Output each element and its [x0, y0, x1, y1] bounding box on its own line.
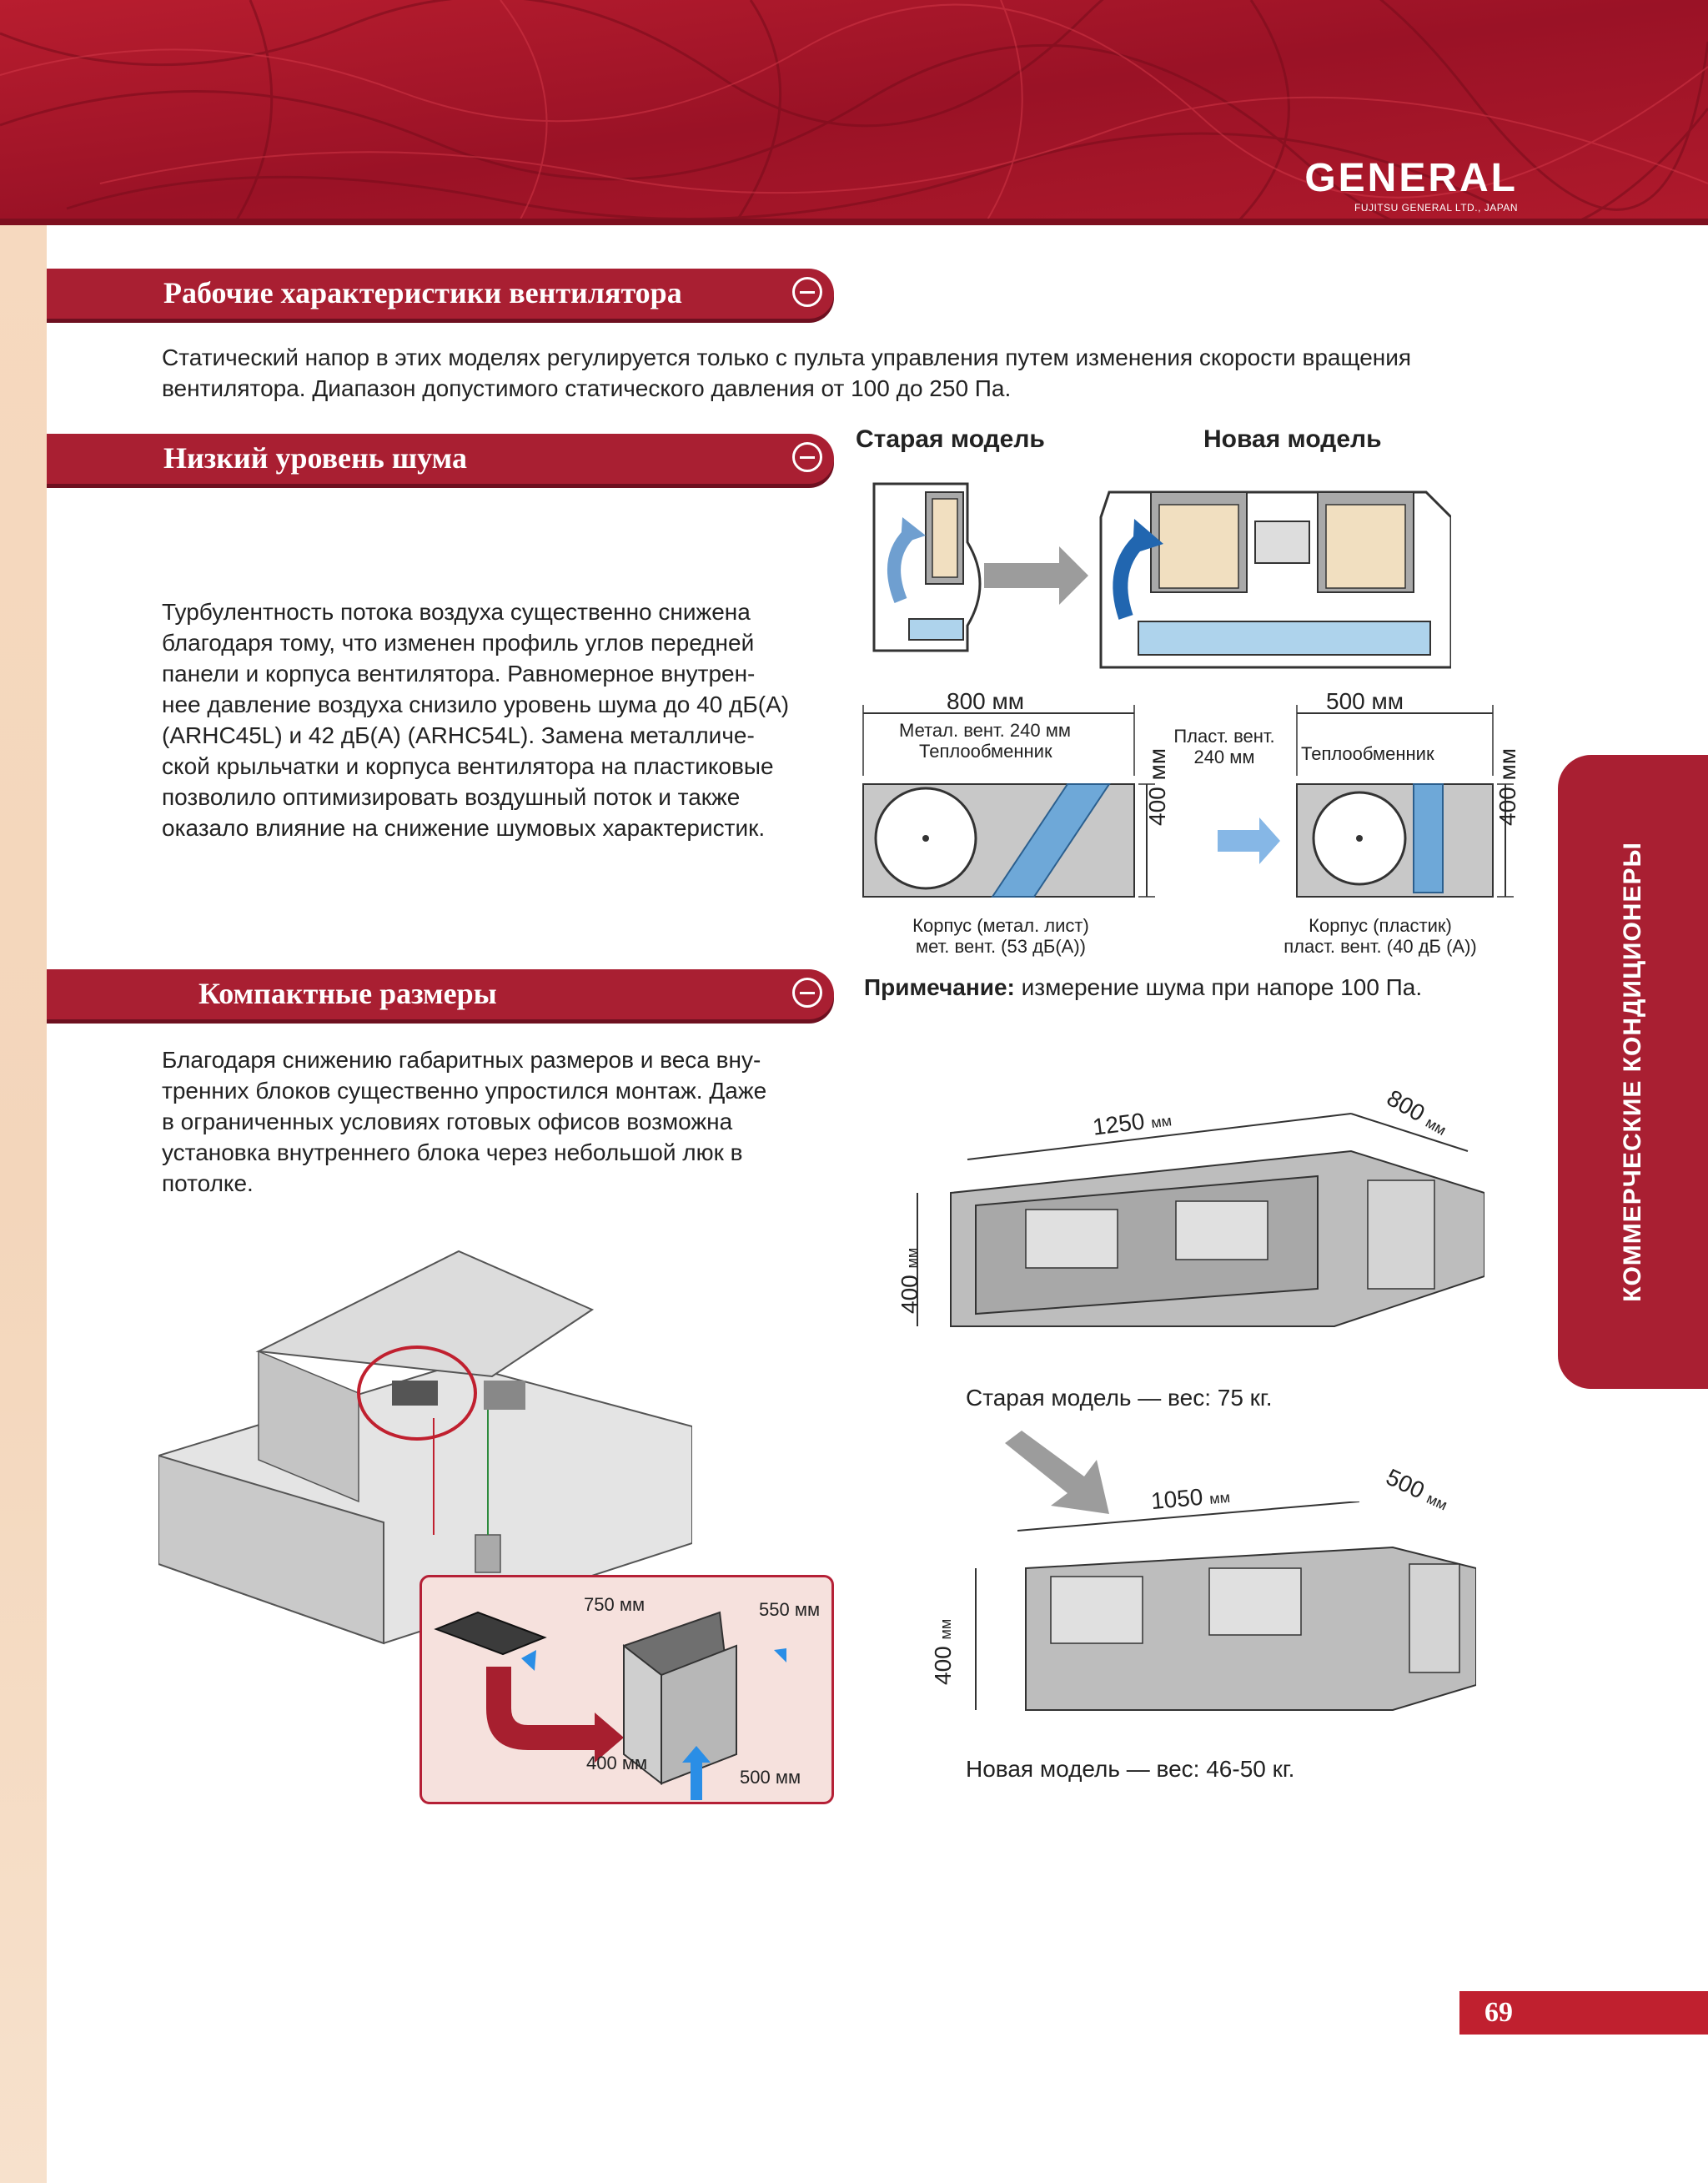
compact-line: тренних блоков существенно упростился мо…: [162, 1078, 767, 1104]
profile-comparison-diagram: [872, 482, 1451, 669]
new-height-unit: мм: [937, 1618, 954, 1640]
section-bar-compact: Компактные размеры: [47, 969, 834, 1019]
new-hex-label: Теплообменник: [1301, 743, 1434, 764]
compact-line: в ограниченных условиях готовых офисов в…: [162, 1109, 733, 1134]
noise-line: ской крыльчатки и корпуса вентилятора на…: [162, 753, 774, 779]
old-profile: [872, 482, 982, 652]
side-tab: КОММЕРЧЕСКИЕ КОНДИЦИОНЕРЫ: [1558, 755, 1708, 1389]
old-height-unit: мм: [904, 1247, 921, 1269]
left-decor-strip: [0, 225, 47, 2183]
noise-line: благодаря тому, что изменен профиль угло…: [162, 630, 755, 656]
new-length-unit: мм: [1208, 1488, 1231, 1507]
old-width-dim: 800 мм: [947, 688, 1024, 714]
fan-text-line: Статический напор в этих моделях регулир…: [162, 345, 1412, 370]
new-width-dim: 500 мм: [1326, 688, 1404, 714]
new-case-line: Корпус (пластик): [1309, 915, 1452, 936]
old-case-line: мет. вент. (53 дБ(А)): [915, 936, 1086, 957]
header-texture: [0, 0, 1708, 225]
new-height-unit-dim: 400 мм: [930, 1619, 957, 1685]
brand-name: GENERAL: [1304, 156, 1518, 200]
old-hex-label: Теплообменник: [919, 741, 1052, 762]
arrow-icon: [984, 546, 1088, 605]
fan-comparison-diagram: [862, 705, 1514, 898]
section-title-fan: Рабочие характеристики вентилятора: [163, 276, 682, 309]
old-model-label: Старая модель: [856, 425, 1045, 453]
down-arrow-icon: [1005, 1431, 1109, 1514]
noise-note: Примечание: измерение шума при напоре 10…: [864, 974, 1422, 1001]
inset-dim-400: 400 мм: [586, 1753, 648, 1773]
old-unit-drawing: [917, 1113, 1484, 1327]
new-unit-caption: Новая модель — вес: 46-50 кг.: [966, 1756, 1295, 1782]
new-height-dim: 400 мм: [1494, 748, 1520, 826]
old-height-value: 400: [897, 1275, 922, 1314]
old-fan-label: Метал. вент. 240 мм: [899, 720, 1071, 741]
old-case-line: Корпус (метал. лист): [912, 915, 1089, 936]
section-title-compact: Компактные размеры: [198, 977, 497, 1010]
section-title-noise: Низкий уровень шума: [163, 441, 467, 475]
note-text: измерение шума при напоре 100 Па.: [1014, 974, 1423, 1000]
header-banner: [0, 0, 1708, 225]
noise-line: нее давление воздуха снизило уровень шум…: [162, 692, 790, 717]
new-depth-value: 500: [1382, 1463, 1429, 1504]
general-circle-icon: [792, 277, 822, 307]
building-illustration: [158, 1250, 692, 1645]
section-bar-fan: Рабочие характеристики вентилятора: [47, 269, 834, 319]
brand-subtitle: FUJITSU GENERAL LTD., JAPAN: [1354, 202, 1518, 214]
compact-line: потолке.: [162, 1170, 254, 1196]
inset-dim-550: 550 мм: [759, 1599, 821, 1620]
new-height-value: 400: [930, 1646, 956, 1685]
old-height-unit-dim: 400 мм: [897, 1248, 923, 1314]
old-length-value: 1250: [1091, 1108, 1147, 1140]
side-tab-label: КОММЕРЧЕСКИЕ КОНДИЦИОНЕРЫ: [1619, 842, 1646, 1302]
noise-line: панели и корпуса вентилятора. Равномерно…: [162, 661, 756, 687]
note-bold: Примечание:: [864, 974, 1015, 1000]
general-circle-icon: [792, 442, 822, 472]
brand-logo: GENERAL FUJITSU GENERAL LTD., JAPAN: [1304, 158, 1518, 214]
new-fan-line: Пласт. вент.: [1173, 726, 1275, 747]
new-model-label: Новая модель: [1203, 425, 1382, 453]
new-fan-label: Пласт. вент. 240 мм: [1166, 726, 1283, 767]
new-case-label: Корпус (пластик) пласт. вент. (40 дБ (А)…: [1259, 915, 1501, 957]
old-unit-caption: Старая модель — вес: 75 кг.: [966, 1385, 1273, 1411]
new-profile: [1099, 490, 1451, 669]
noise-text: Турбулентность потока воздуха существенн…: [162, 596, 837, 843]
noise-line: оказало влияние на снижение шумовых хара…: [162, 815, 766, 841]
fan-text-line: вентилятора. Диапазон допустимого статич…: [162, 375, 1012, 401]
noise-line: позволило оптимизировать воздушный поток…: [162, 784, 741, 810]
new-fan-line: 240 мм: [1193, 747, 1255, 767]
new-length-value: 1050: [1149, 1483, 1204, 1515]
general-circle-icon: [792, 978, 822, 1008]
compact-line: установка внутреннего блока через неболь…: [162, 1139, 743, 1165]
section-bar-noise: Низкий уровень шума: [47, 434, 834, 484]
noise-line: (ARHC45L) и 42 дБ(А) (ARHC54L). Замена м…: [162, 722, 755, 748]
page-number: 69: [1459, 1991, 1708, 2035]
compact-text: Благодаря снижению габаритных размеров и…: [162, 1044, 837, 1199]
inset-dim-500: 500 мм: [740, 1767, 801, 1788]
fan-text: Статический напор в этих моделях регулир…: [162, 342, 1521, 404]
noise-line: Турбулентность потока воздуха существенн…: [162, 599, 751, 625]
arrow-icon: [1218, 817, 1280, 864]
old-case-label: Корпус (метал. лист) мет. вент. (53 дБ(А…: [901, 915, 1101, 957]
new-unit-drawing: [975, 1501, 1476, 1711]
compact-line: Благодаря снижению габаритных размеров и…: [162, 1047, 761, 1073]
new-case-line: пласт. вент. (40 дБ (А)): [1284, 936, 1477, 957]
inset-dim-750: 750 мм: [584, 1594, 646, 1615]
old-length-unit: мм: [1150, 1112, 1173, 1132]
inset-drawing: [434, 1611, 786, 1800]
